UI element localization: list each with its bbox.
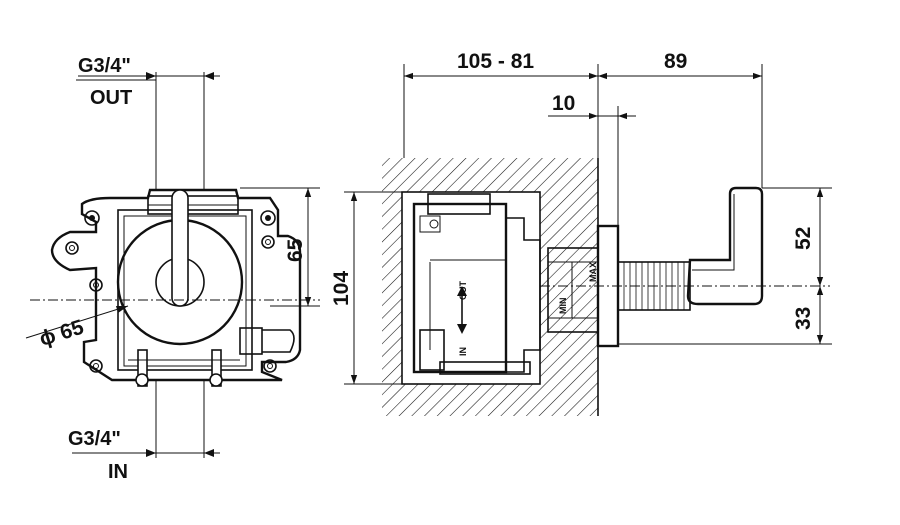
max-label: MAX [588, 262, 598, 282]
depth-range-label: 105 - 81 [457, 50, 534, 73]
in-thread-label: G3/4" [68, 428, 121, 450]
height-65-label: 65 [284, 238, 307, 262]
lever-33-label: 33 [792, 307, 815, 330]
in-label: IN [108, 461, 128, 483]
out-label: OUT [90, 87, 132, 109]
front-view [25, 72, 320, 458]
projection-label: 89 [664, 50, 687, 73]
body-out-label: OUT [458, 281, 468, 301]
plate-thickness-label: 10 [552, 92, 575, 115]
min-label: MIN [558, 298, 568, 315]
diameter-label: ϕ 65 [37, 316, 87, 351]
body-in-label: IN [458, 347, 468, 356]
lever-52-label: 52 [792, 227, 815, 250]
side-view [344, 64, 832, 416]
height-104-label: 104 [330, 271, 353, 306]
out-thread-label: G3/4" [78, 55, 131, 77]
